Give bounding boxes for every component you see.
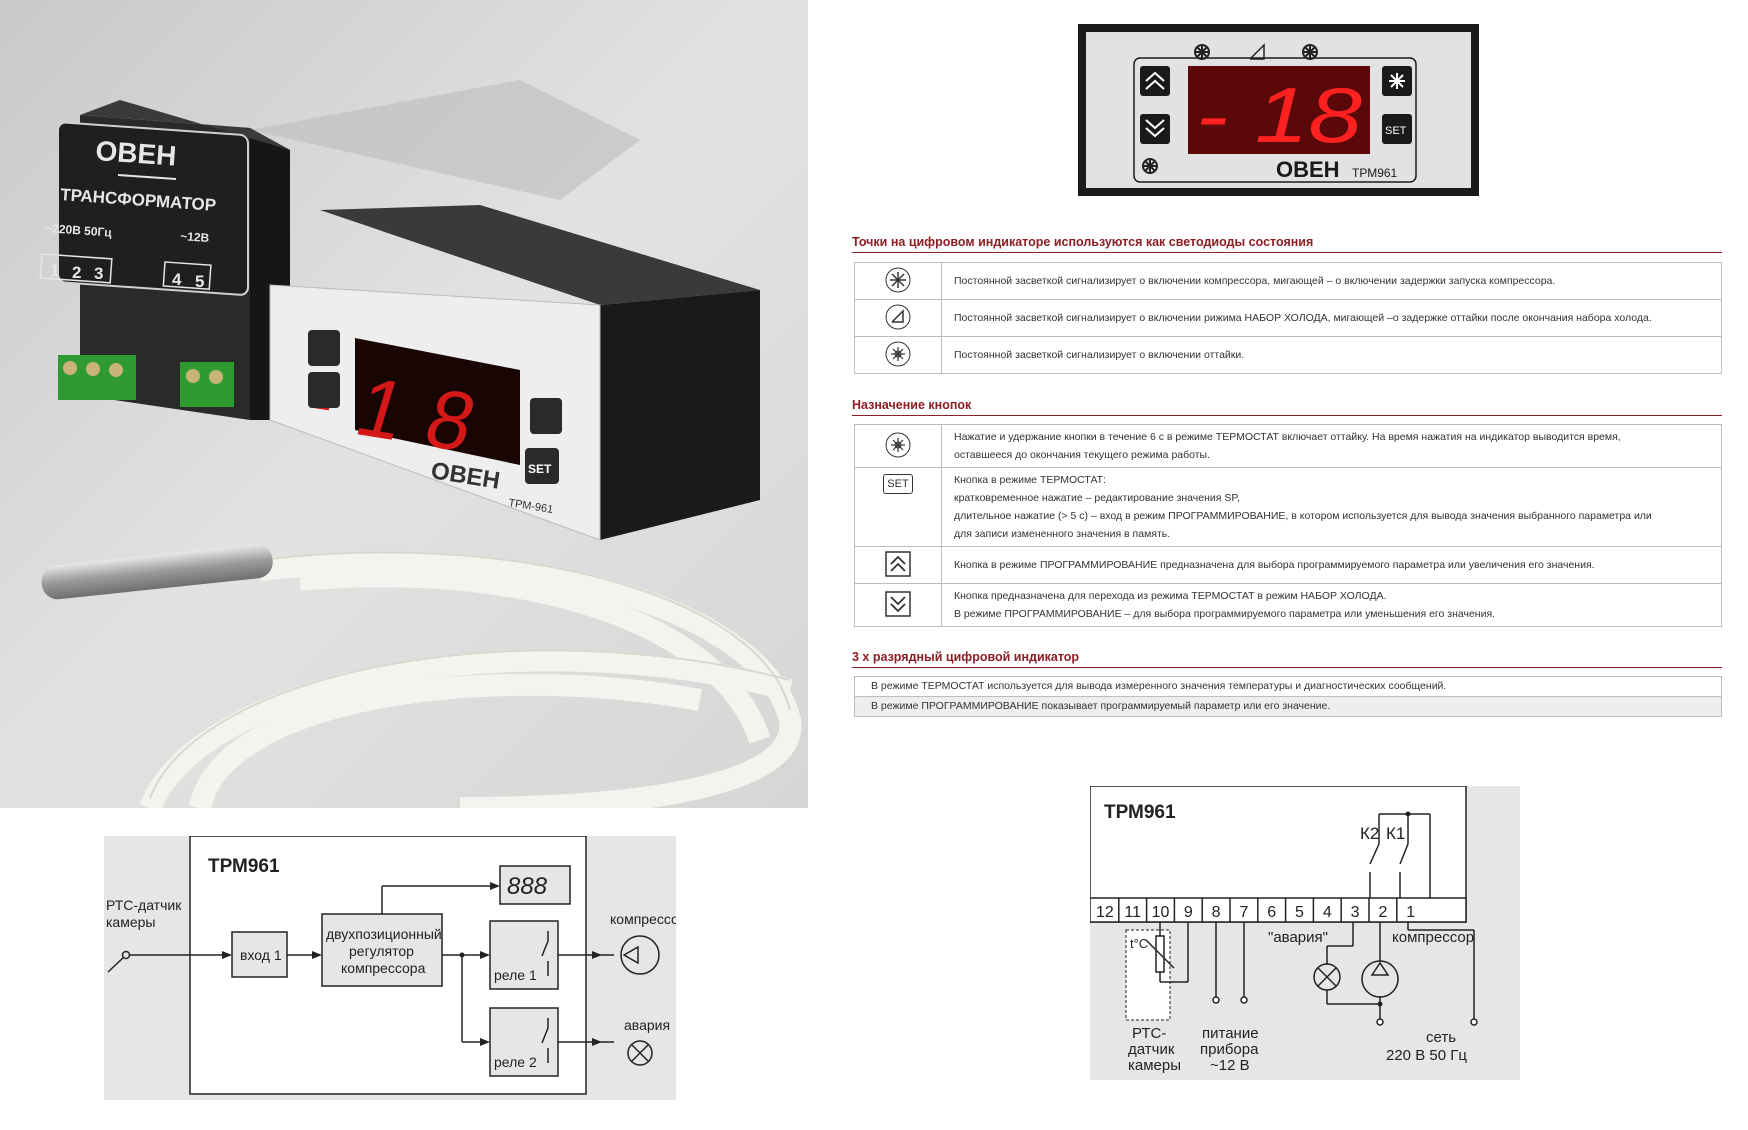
table-row: В режиме ПРОГРАММИРОВАНИЕ показывает про… bbox=[854, 696, 1722, 717]
table-row: Постоянной засветкой сигнализирует о вкл… bbox=[854, 262, 1722, 300]
svg-text:~220В 50Гц: ~220В 50Гц bbox=[45, 221, 113, 240]
defrost-button-icon bbox=[885, 432, 911, 457]
cooling-mode-icon bbox=[1249, 43, 1265, 60]
wiring-diagram: ТРМ961 К2 К1 12 11 10 9 8 7 6 5 4 3 2 1 t°C bbox=[1090, 786, 1520, 1080]
terminal-label: 4 bbox=[1323, 904, 1332, 921]
up-button-icon bbox=[885, 550, 911, 577]
svg-text:реле 1: реле 1 bbox=[494, 967, 537, 983]
terminal-label: 1 bbox=[1406, 904, 1415, 921]
display-888: 888 bbox=[507, 873, 548, 900]
table-row: Постоянной засветкой сигнализирует о вкл… bbox=[854, 299, 1722, 337]
svg-text:t°C: t°C bbox=[1130, 936, 1148, 951]
svg-text:камеры: камеры bbox=[106, 914, 155, 930]
defrost-icon bbox=[1302, 44, 1318, 60]
svg-text:питание: питание bbox=[1202, 1025, 1259, 1042]
terminal-label: 10 bbox=[1152, 904, 1170, 921]
terminal-label: 6 bbox=[1267, 904, 1276, 921]
down-button[interactable] bbox=[1140, 114, 1170, 144]
up-button[interactable] bbox=[1140, 66, 1170, 96]
wiring-device-title: ТРМ961 bbox=[1104, 802, 1176, 823]
model-label: ТРМ961 bbox=[1352, 166, 1398, 180]
snowflake-icon bbox=[1194, 44, 1210, 60]
svg-text:К2: К2 bbox=[1360, 824, 1379, 843]
svg-text:вход 1: вход 1 bbox=[240, 947, 282, 963]
transformer-unit: ОВЕН ТРАНСФОРМАТОР ~220В 50Гц ~12В 1 2 3… bbox=[39, 100, 290, 420]
compressor-icon bbox=[1142, 158, 1158, 174]
compressor-symbol-icon bbox=[620, 935, 660, 975]
terminal-label: 12 bbox=[1096, 904, 1114, 921]
table-row: Кнопка в режиме ПРОГРАММИРОВАНИЕ предназ… bbox=[854, 546, 1722, 584]
svg-text:4: 4 bbox=[172, 270, 182, 289]
block-device-title: ТРМ961 bbox=[208, 856, 280, 877]
svg-text:двухпозиционный: двухпозиционный bbox=[326, 926, 442, 942]
status-section-title: Точки на цифровом индикаторе используютс… bbox=[852, 235, 1722, 253]
svg-text:РТС-: РТС- bbox=[1132, 1025, 1166, 1042]
set-button[interactable]: SET bbox=[1382, 114, 1412, 144]
display-section-title: 3 х разрядный цифровой индикатор bbox=[852, 650, 1722, 668]
table-row: Постоянной засветкой сигнализирует о вкл… bbox=[854, 336, 1722, 374]
defrost-button[interactable] bbox=[1382, 66, 1412, 96]
terminal-label: 2 bbox=[1378, 904, 1387, 921]
compressor-symbol-icon bbox=[1361, 960, 1399, 998]
svg-text:датчик: датчик bbox=[1128, 1041, 1175, 1058]
cooling-mode-icon bbox=[885, 304, 911, 329]
terminal-strip bbox=[1090, 897, 1467, 923]
svg-text:SET: SET bbox=[1385, 125, 1407, 137]
terminal-label: 11 bbox=[1124, 904, 1141, 921]
terminal-label: 3 bbox=[1351, 904, 1360, 921]
sensor-cable bbox=[139, 551, 802, 808]
svg-text:220 В 50 Гц: 220 В 50 Гц bbox=[1386, 1047, 1467, 1064]
svg-text:~12В: ~12В bbox=[180, 229, 210, 245]
svg-text:прибора: прибора bbox=[1200, 1041, 1259, 1058]
svg-text:2: 2 bbox=[72, 263, 81, 282]
svg-text:1: 1 bbox=[50, 261, 59, 280]
brand-logo: ОВЕН bbox=[1276, 157, 1340, 182]
table-row: Нажатие и удержание кнопки в течение 6 с… bbox=[854, 424, 1722, 468]
svg-text:авария: авария bbox=[624, 1017, 670, 1033]
terminal-label: 5 bbox=[1295, 904, 1304, 921]
transformer-brand: ОВЕН bbox=[95, 135, 178, 172]
down-button-icon bbox=[885, 590, 911, 617]
table-row: В режиме ТЕРМОСТАТ используется для выво… bbox=[854, 676, 1722, 697]
svg-text:камеры: камеры bbox=[1128, 1057, 1181, 1074]
display-value: - 18 bbox=[1196, 71, 1362, 159]
svg-text:3: 3 bbox=[94, 264, 103, 283]
table-row: SET Кнопка в режиме ТЕРМОСТАТ: кратковре… bbox=[854, 467, 1722, 547]
compressor-snowflake-icon bbox=[885, 267, 911, 292]
svg-text:5: 5 bbox=[195, 272, 204, 291]
front-panel-diagram: - 18 SET ОВЕН ТРМ961 bbox=[1078, 24, 1479, 196]
terminal-label: 9 bbox=[1184, 904, 1193, 921]
product-photo: ОВЕН ТРАНСФОРМАТОР ~220В 50Гц ~12В 1 2 3… bbox=[0, 0, 808, 808]
svg-text:реле 2: реле 2 bbox=[494, 1054, 537, 1070]
svg-text:SET: SET bbox=[528, 462, 552, 476]
terminal-label: 7 bbox=[1239, 904, 1248, 921]
svg-text:К1: К1 bbox=[1386, 824, 1405, 843]
svg-text:регулятор: регулятор bbox=[349, 943, 414, 959]
led-display: - 18 bbox=[1188, 66, 1370, 159]
temperature-probe bbox=[41, 544, 273, 600]
table-row: Кнопка предназначена для перехода из реж… bbox=[854, 583, 1722, 627]
svg-text:"авария": "авария" bbox=[1268, 929, 1328, 946]
block-diagram: ТРМ961 РТС-датчик камеры вход 1 двухпози… bbox=[104, 836, 676, 1100]
defrost-icon bbox=[885, 341, 911, 366]
display-table: В режиме ТЕРМОСТАТ используется для выво… bbox=[854, 676, 1722, 717]
svg-text:~12 В: ~12 В bbox=[1210, 1057, 1250, 1074]
terminal-label: 8 bbox=[1212, 904, 1221, 921]
svg-text:РТС-датчик: РТС-датчик bbox=[106, 897, 182, 913]
buttons-section-title: Назначение кнопок bbox=[852, 398, 1722, 416]
alarm-lamp-icon bbox=[1313, 963, 1341, 991]
svg-text:компрессор: компрессор bbox=[1392, 929, 1474, 946]
set-button-icon: SET bbox=[883, 474, 913, 494]
alarm-lamp-icon bbox=[627, 1040, 653, 1066]
svg-text:сеть: сеть bbox=[1426, 1029, 1456, 1046]
status-table: Постоянной засветкой сигнализирует о вкл… bbox=[854, 262, 1722, 374]
controller-unit: -18 SET ОВЕН ТРМ-961 bbox=[269, 205, 760, 541]
buttons-table: Нажатие и удержание кнопки в течение 6 с… bbox=[854, 424, 1722, 627]
svg-text:компрессор: компрессор bbox=[610, 911, 676, 927]
svg-text:компрессора: компрессора bbox=[341, 960, 426, 976]
